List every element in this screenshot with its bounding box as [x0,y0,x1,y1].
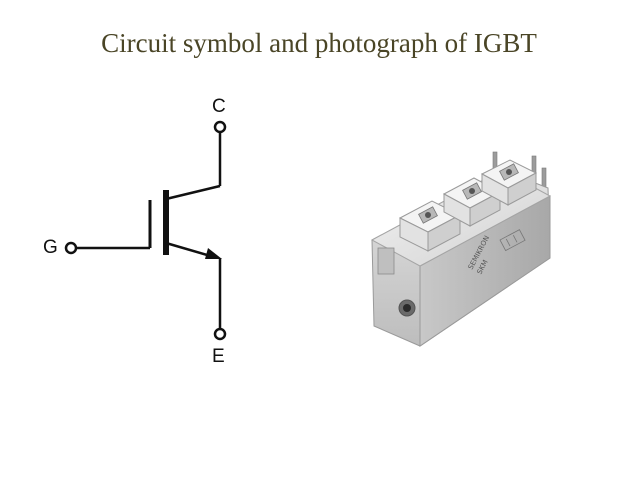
emitter-diagonal [165,241,215,259]
igbt-module-photo: SEMIKRON SKM [370,151,552,347]
emitter-label: E [212,346,225,367]
emitter-arrow [205,248,222,259]
gate-terminal [64,241,78,255]
collector-terminal [213,120,227,134]
collector-label: C [212,96,226,117]
emitter-terminal [213,327,227,341]
collector-diagonal [165,184,221,201]
gate-label: G [43,237,58,258]
slide-title: Circuit symbol and photograph of IGBT [101,28,537,58]
